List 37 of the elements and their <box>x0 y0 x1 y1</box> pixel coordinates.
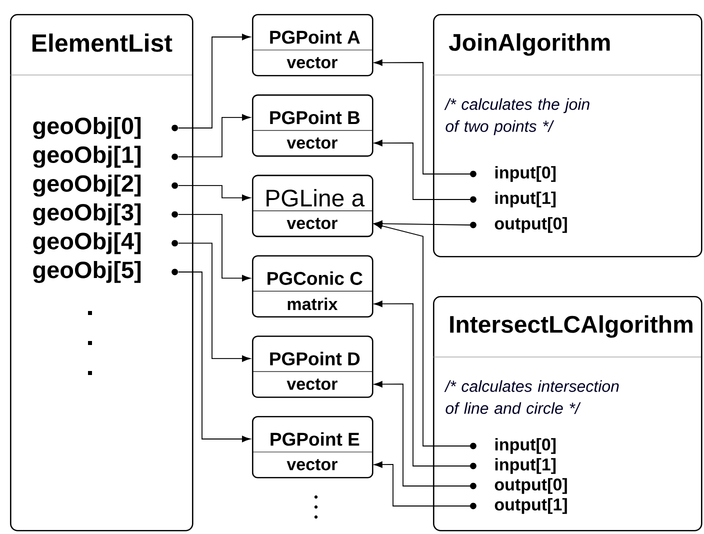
field-cell: vector <box>286 218 338 230</box>
list-entry: geoObj[3] <box>33 203 178 226</box>
arrow <box>178 185 250 201</box>
field-cell: vector <box>286 378 338 390</box>
arrow <box>374 461 470 506</box>
node-label: geoObj[4] <box>33 232 141 254</box>
arrow <box>374 140 470 200</box>
port-label: input[1] <box>470 458 556 474</box>
port-label: output[0] <box>470 478 567 494</box>
port-label: input[0] <box>470 166 556 182</box>
arrow <box>374 381 470 486</box>
list-entry: geoObj[4] <box>33 232 178 254</box>
arrow <box>178 214 250 282</box>
arrow <box>178 34 250 128</box>
arrow <box>374 59 470 174</box>
field-cell: vector <box>286 137 338 149</box>
list-entry: geoObj[5] <box>33 261 178 283</box>
node-label: geoObj[5] <box>33 261 141 283</box>
node-label: geoObj[3] <box>33 203 141 226</box>
port-label: input[0] <box>470 438 556 454</box>
arrow <box>374 222 470 446</box>
list-entry: geoObj[1] <box>33 146 178 168</box>
arrow <box>178 114 250 158</box>
port-label: output[1] <box>470 498 567 514</box>
field-cell: matrix <box>288 298 338 310</box>
port-label: input[1] <box>470 192 556 208</box>
list-entry: geoObj[0] <box>33 117 178 139</box>
node-label: geoObj[1] <box>33 146 141 168</box>
port-label: output[0] <box>470 217 567 233</box>
arrow <box>178 272 250 442</box>
field-cell: vector <box>286 459 338 470</box>
list-entry: geoObj[2] <box>33 174 178 197</box>
node-label: geoObj[0] <box>33 117 141 139</box>
arrow <box>178 242 250 362</box>
arrow <box>374 300 470 466</box>
node-label: geoObj[2] <box>33 174 141 197</box>
field-cell: vector <box>286 57 338 68</box>
